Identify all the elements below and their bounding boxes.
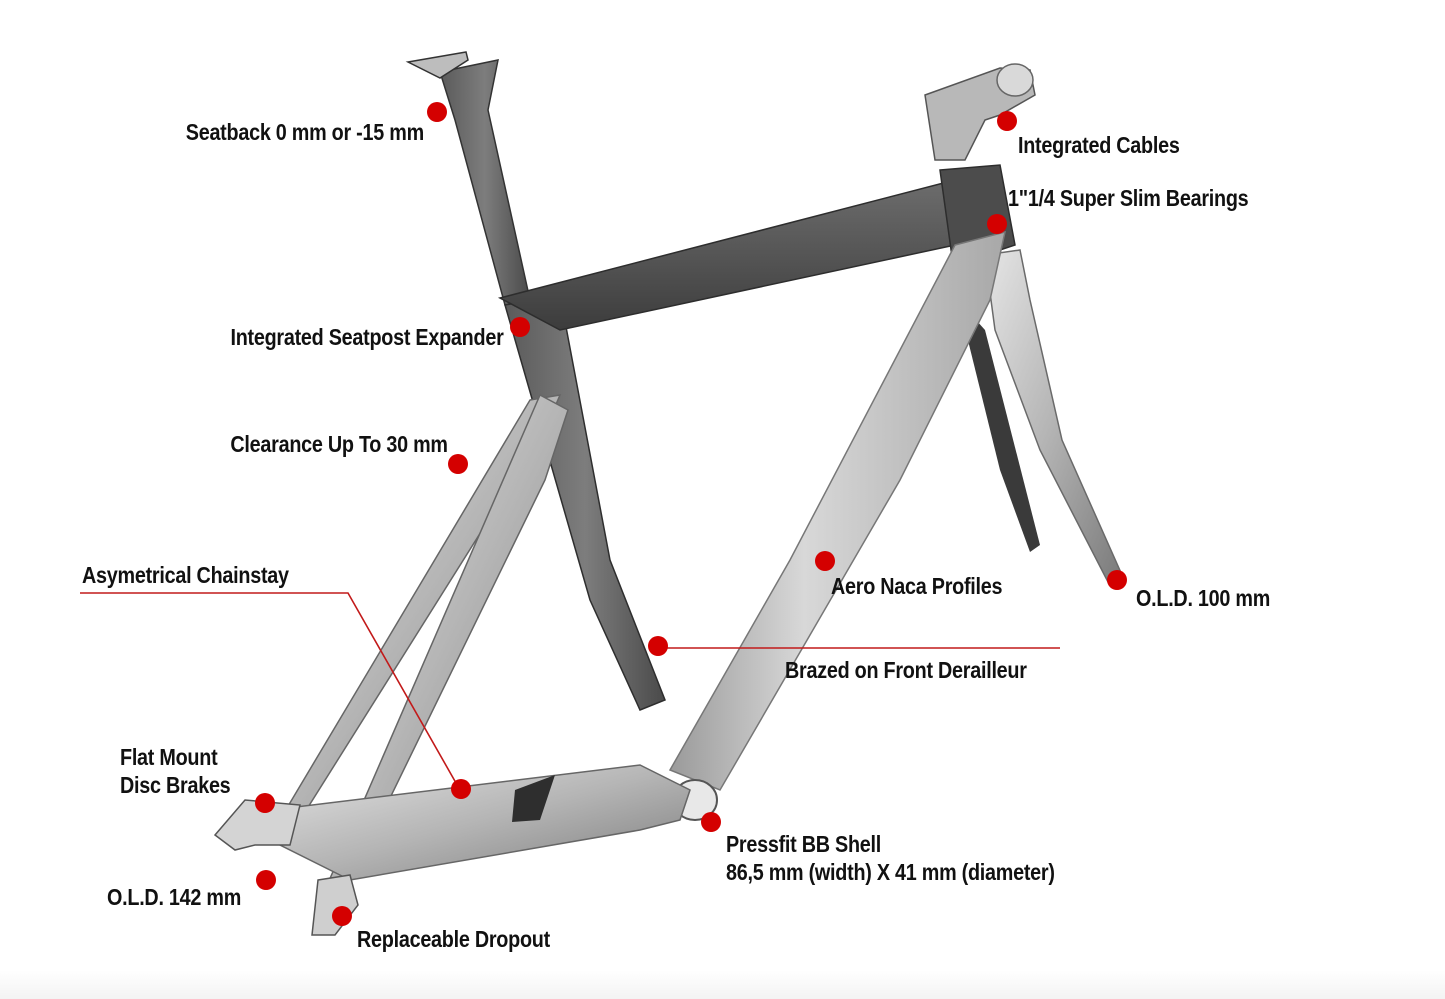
replaceable-dropout-hanger: [311, 874, 359, 936]
marker-seatpost-expander: [510, 317, 530, 337]
label-seatback: Seatback 0 mm or -15 mm: [185, 119, 424, 145]
label-old-front: O.L.D. 100 mm: [1136, 585, 1271, 611]
label-flat-mount-line1: Flat Mount: [120, 744, 218, 770]
label-flat-mount-line2: Disc Brakes: [120, 772, 231, 798]
marker-seatback: [427, 102, 447, 122]
marker-clearance: [448, 454, 468, 474]
label-pressfit-line1: Pressfit BB Shell: [726, 831, 882, 857]
label-old-rear: O.L.D. 142 mm: [107, 884, 242, 910]
label-integrated-cables: Integrated Cables: [1018, 132, 1180, 158]
label-replaceable-dropout: Replaceable Dropout: [357, 926, 550, 952]
label-clearance: Clearance Up To 30 mm: [230, 431, 449, 457]
label-pressfit-line2: 86,5 mm (width) X 41 mm (diameter): [726, 859, 1055, 885]
marker-old-rear: [256, 870, 276, 890]
marker-flat-mount: [255, 793, 275, 813]
down-tube: [668, 230, 1006, 791]
marker-old-front: [1107, 570, 1127, 590]
marker-dropout: [332, 906, 352, 926]
chainstay-leader-line: [80, 592, 461, 791]
seat-mast: [439, 59, 531, 306]
label-seatpost-expander: Integrated Seatpost Expander: [230, 324, 504, 350]
label-brazed-fd: Brazed on Front Derailleur: [785, 657, 1027, 683]
seat-mast-top: [405, 51, 469, 79]
marker-chainstay: [451, 779, 471, 799]
label-asymetrical-chainstay: Asymetrical Chainstay: [82, 562, 289, 588]
marker-brazed-fd: [648, 636, 668, 656]
seat-stay-left: [273, 394, 562, 830]
chain-stay-dark-panel: [512, 775, 555, 822]
bottom-shadow: [0, 970, 1445, 999]
marker-aero-naca: [815, 551, 835, 571]
rear-dropout: [213, 799, 301, 851]
marker-integrated-cables: [997, 111, 1017, 131]
label-aero-naca: Aero Naca Profiles: [831, 573, 1003, 599]
label-bearings: 1"1/4 Super Slim Bearings: [1008, 185, 1249, 211]
fork-left-leg: [958, 300, 1040, 552]
marker-pressfit: [701, 812, 721, 832]
chain-stay: [253, 764, 691, 881]
marker-bearings: [987, 214, 1007, 234]
stem-clamp: [996, 63, 1034, 97]
